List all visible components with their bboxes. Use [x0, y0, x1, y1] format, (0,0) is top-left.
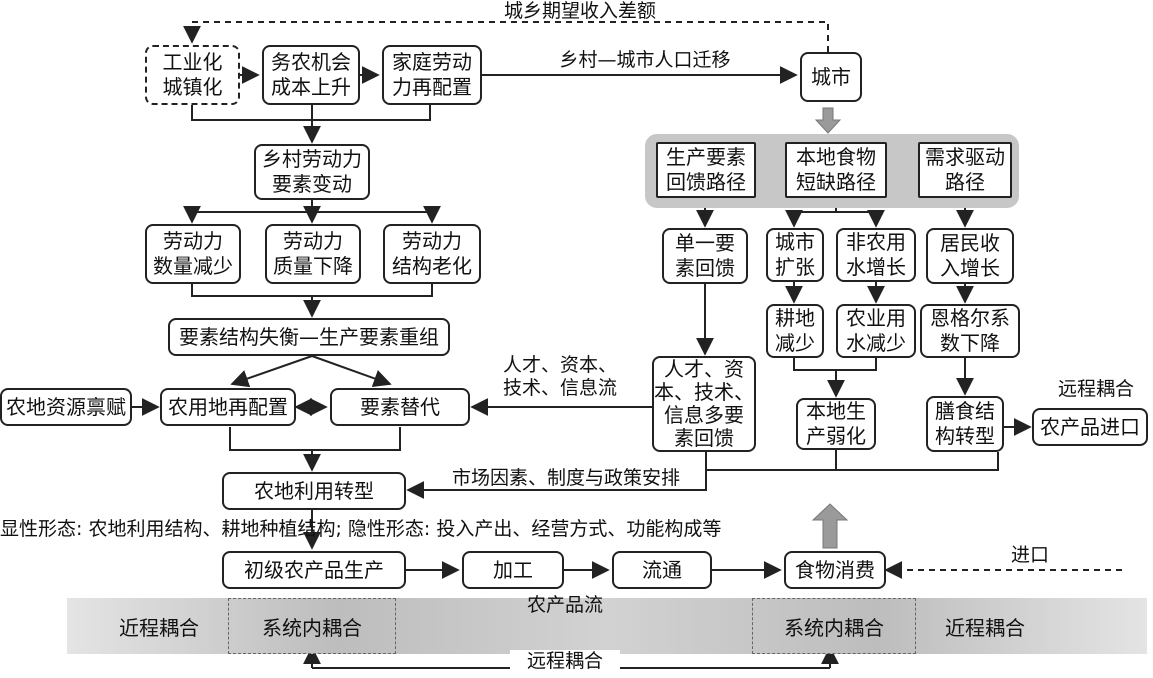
factor-substitution-box: 要素替代 — [330, 388, 470, 426]
market-factors-label: 市场因素、制度与政策安排 — [451, 467, 680, 489]
path-shortage-box: 本地食物 短缺路径 — [785, 142, 887, 198]
land-transition-box: 农地利用转型 — [222, 472, 406, 510]
industrialization-box: 工业化 城镇化 — [145, 45, 240, 105]
band-right-inner: 系统内耦合 — [752, 598, 916, 654]
band-left-inner: 系统内耦合 — [228, 598, 396, 654]
band-right-remote: 近程耦合 — [945, 615, 1025, 640]
remote-coupling-right-label: 远程耦合 — [1057, 378, 1134, 400]
coupling-band — [67, 598, 1147, 654]
engel-decline-box: 恩格尔系 数下降 — [920, 304, 1020, 358]
urban-expansion-box: 城市 扩张 — [766, 228, 824, 282]
labor-realloc-box: 家庭劳动 力再配置 — [382, 45, 482, 105]
bottom-remote-label: 远程耦合 — [510, 650, 620, 673]
circulation-box: 流通 — [612, 551, 712, 589]
top-feedback-label: 城乡期望收入差额 — [503, 0, 656, 22]
income-growth-box: 居民收 入增长 — [926, 228, 1014, 284]
talent-flow-label: 人才、资本、 技术、信息流 — [502, 354, 617, 399]
factor-imbalance-box: 要素结构失衡—生产要素重组 — [168, 318, 450, 356]
food-consumption-box: 食物消费 — [784, 551, 886, 589]
multi-feedback-box: 人才、资 本、技术、 信息多要 素回馈 — [652, 356, 756, 452]
farmland-decrease-box: 耕地 减少 — [766, 304, 824, 358]
path-feedback-box: 生产要素 回馈路径 — [656, 142, 756, 198]
migration-label: 乡村—城市人口迁移 — [559, 49, 731, 71]
product-flow-label: 农产品流 — [526, 594, 603, 616]
labor-aging-box: 劳动力 结构老化 — [383, 224, 481, 284]
path-demand-box: 需求驱动 路径 — [918, 142, 1012, 198]
import-products-box: 农产品进口 — [1032, 408, 1148, 446]
land-endowment-box: 农地资源禀赋 — [0, 388, 132, 426]
labor-quantity-box: 劳动力 数量减少 — [145, 224, 241, 284]
import-label: 进口 — [1010, 544, 1049, 566]
farm-cost-box: 务农机会 成本上升 — [262, 45, 360, 105]
labor-quality-box: 劳动力 质量下降 — [265, 224, 361, 284]
primary-production-box: 初级农产品生产 — [222, 551, 406, 589]
rural-labor-box: 乡村劳动力 要素变动 — [254, 144, 370, 200]
local-weakening-box: 本地生 产弱化 — [796, 398, 876, 450]
forms-label: 显性形态: 农地利用结构、耕地种植结构; 隐性形态: 投入产出、经营方式、功能构… — [0, 518, 722, 540]
nonagri-water-box: 非农用 水增长 — [836, 228, 916, 282]
city-box: 城市 — [800, 52, 862, 102]
single-feedback-box: 单一要 素回馈 — [662, 228, 748, 284]
agri-water-decrease-box: 农业用 水减少 — [836, 304, 916, 358]
processing-box: 加工 — [462, 551, 564, 589]
diet-transform-box: 膳食结 构转型 — [926, 396, 1004, 452]
land-realloc-box: 农用地再配置 — [160, 388, 296, 426]
band-left-remote: 近程耦合 — [119, 615, 199, 640]
